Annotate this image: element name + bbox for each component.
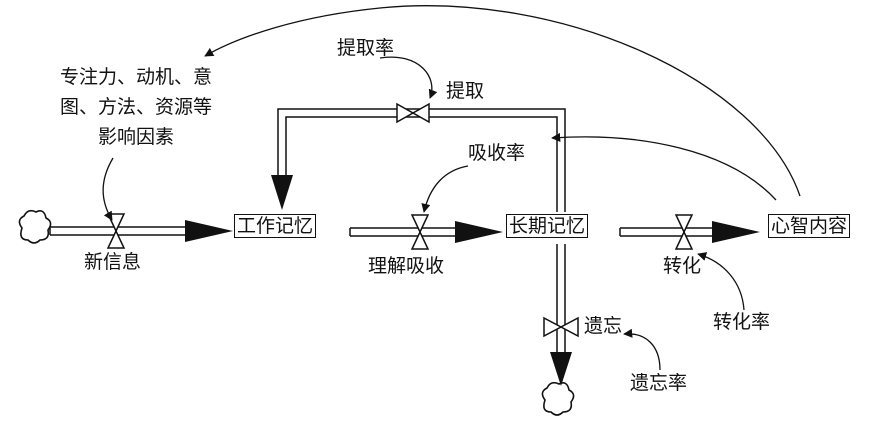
influencing-factors: 专注力、动机、意 图、方法、资源等 影响因素 xyxy=(60,62,212,152)
valve-comprehension-icon xyxy=(410,214,430,250)
valve-conversion-icon xyxy=(674,214,694,250)
flow-label-extraction: 提取 xyxy=(446,80,485,102)
flow-pipe-new-info xyxy=(49,220,233,242)
stock-working-memory: 工作记忆 xyxy=(234,214,317,238)
flow-label-conversion: 转化 xyxy=(663,255,702,277)
link-absorption-rate xyxy=(421,165,469,213)
rate-label-forgetting: 遗忘率 xyxy=(630,372,688,394)
factors-line-3: 影响因素 xyxy=(98,126,175,148)
valve-forgetting-icon xyxy=(543,316,579,338)
info-links xyxy=(102,5,801,371)
source-cloud-icon xyxy=(18,209,52,244)
rate-label-extraction: 提取率 xyxy=(337,37,395,59)
flow-label-comprehension: 理解吸收 xyxy=(368,255,445,277)
flow-pipe-forgetting xyxy=(550,244,572,386)
link-extraction-rate xyxy=(379,56,438,99)
link-factors-to-newinfo xyxy=(102,157,114,221)
sink-cloud-icon xyxy=(541,381,575,416)
stock-mental-content: 心智内容 xyxy=(768,214,851,238)
stock-long-term-memory: 长期记忆 xyxy=(506,214,589,238)
rate-label-absorption: 吸收率 xyxy=(468,142,526,164)
link-mental-to-ltm xyxy=(551,132,777,201)
factors-line-2: 图、方法、资源等 xyxy=(60,96,213,118)
rate-label-conversion: 转化率 xyxy=(713,311,771,333)
valve-new-info-icon xyxy=(106,213,126,249)
flow-label-new-info: 新信息 xyxy=(84,251,142,273)
link-mental-to-factors xyxy=(204,5,801,197)
flow-pipe-comprehension xyxy=(349,221,503,243)
link-forgetting-rate xyxy=(623,328,661,371)
flow-label-forgetting: 遗忘 xyxy=(584,315,623,337)
factors-line-1: 专注力、动机、意 xyxy=(60,66,213,88)
flow-pipe-conversion xyxy=(619,221,760,243)
link-conversion-rate xyxy=(697,252,745,311)
valve-extraction-icon xyxy=(396,102,430,124)
